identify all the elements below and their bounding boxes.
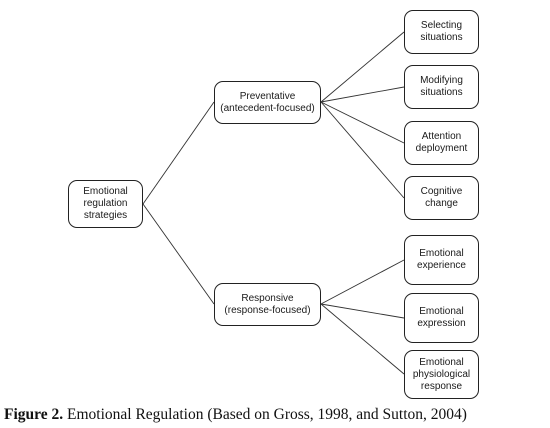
node-emotional-experience: Emotional experience	[404, 235, 479, 285]
node-label: Responsive (response-focused)	[224, 292, 311, 316]
node-label: Emotional physiological response	[412, 356, 471, 392]
figure-caption-text: Emotional Regulation (Based on Gross, 19…	[63, 406, 467, 423]
edge-responsive-expression	[320, 303, 405, 319]
node-cognitive-change: Cognitive change	[404, 176, 479, 220]
node-label: Emotional regulation strategies	[83, 186, 128, 221]
edge-responsive-physiological	[320, 303, 405, 375]
edge-root-responsive	[142, 203, 215, 305]
node-label: Attention deployment	[415, 131, 468, 154]
node-label: Emotional experience	[417, 248, 466, 271]
node-responsive: Responsive (response-focused)	[214, 283, 321, 326]
node-modifying-situations: Modifying situations	[404, 65, 479, 109]
node-label: Emotional expression	[417, 306, 466, 329]
node-selecting-situations: Selecting situations	[404, 10, 479, 54]
edge-responsive-experience	[320, 259, 405, 305]
figure-caption: Figure 2. Emotional Regulation (Based on…	[4, 405, 550, 425]
edge-preventative-selecting	[320, 31, 405, 103]
edge-preventative-modifying	[320, 86, 405, 103]
node-preventative: Preventative (antecedent-focused)	[214, 81, 321, 124]
figure-caption-label: Figure 2.	[4, 406, 64, 423]
node-label: Cognitive change	[420, 186, 463, 209]
node-emotional-physiological-response: Emotional physiological response	[404, 350, 479, 399]
edge-preventative-cognitive	[320, 101, 405, 199]
node-emotional-regulation-strategies: Emotional regulation strategies	[68, 180, 143, 228]
edge-root-preventative	[142, 101, 215, 205]
node-attention-deployment: Attention deployment	[404, 121, 479, 165]
edge-preventative-attention	[320, 101, 405, 144]
node-emotional-expression: Emotional expression	[404, 293, 479, 343]
node-label: Selecting situations	[420, 20, 463, 43]
node-label: Preventative (antecedent-focused)	[220, 90, 315, 114]
node-label: Modifying situations	[420, 75, 463, 98]
